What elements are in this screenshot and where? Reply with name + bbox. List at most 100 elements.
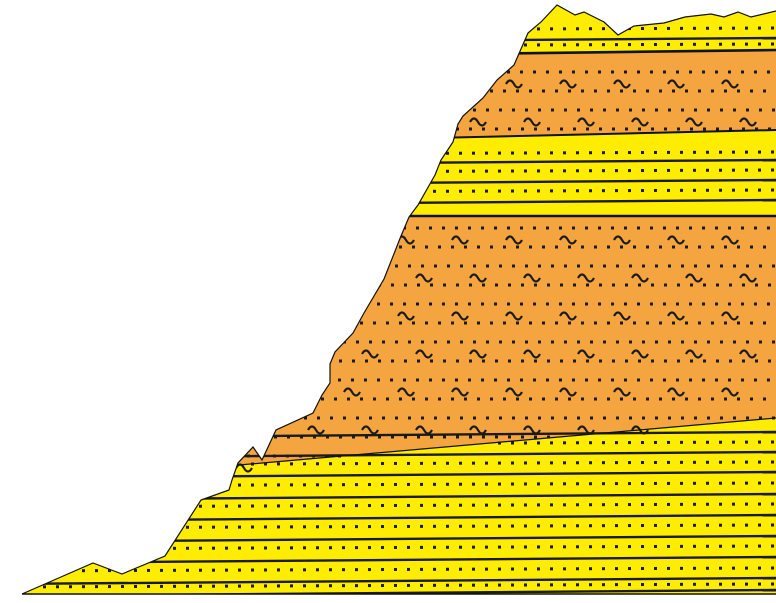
siltstone-dot	[594, 246, 597, 249]
sandstone-dot	[121, 171, 124, 174]
siltstone-dot	[74, 90, 77, 93]
sandstone-dot	[563, 189, 566, 192]
siltstone-wave	[308, 275, 324, 282]
sandstone-dot	[264, 190, 267, 193]
siltstone-dot	[507, 227, 510, 230]
siltstone-dot	[74, 322, 77, 325]
sandstone-dot	[550, 503, 553, 506]
siltstone-dot	[39, 303, 42, 306]
siltstone-dot	[326, 360, 329, 363]
sandstone-dot	[368, 170, 371, 173]
siltstone-dot	[221, 227, 224, 230]
sandstone-dot	[342, 28, 345, 31]
siltstone-dot	[529, 322, 532, 325]
siltstone-dot	[750, 322, 753, 325]
sandstone-dot	[277, 584, 280, 587]
sandstone-dot	[498, 483, 501, 486]
siltstone-dot	[66, 128, 69, 131]
siltstone-dot	[568, 398, 571, 401]
sandstone-middle-unit	[0, 130, 776, 216]
siltstone-dot	[503, 246, 506, 249]
siltstone-dot	[586, 128, 589, 131]
siltstone-dot	[499, 417, 502, 420]
sandstone-dot	[17, 585, 20, 588]
siltstone-dot	[434, 265, 437, 268]
siltstone-dot	[429, 379, 432, 382]
sandstone-dot	[745, 503, 748, 506]
sandstone-dot	[95, 29, 98, 32]
sandstone-dot	[355, 525, 358, 528]
siltstone-dot	[546, 71, 549, 74]
sandstone-dot	[238, 171, 241, 174]
sandstone-dot	[407, 483, 410, 486]
sandstone-dot	[615, 43, 618, 46]
siltstone-dot	[126, 398, 129, 401]
sandstone-dot	[251, 171, 254, 174]
sandstone-dot	[628, 503, 631, 506]
siltstone-dot	[607, 398, 610, 401]
siltstone-dot	[724, 398, 727, 401]
sandstone-dot	[602, 545, 605, 548]
siltstone-dot	[208, 71, 211, 74]
sandstone-dot	[641, 524, 644, 527]
sandstone-dot	[264, 170, 267, 173]
sandstone-dot	[134, 505, 137, 508]
siltstone-dot	[174, 341, 177, 344]
sandstone-dot	[459, 525, 462, 528]
sandstone-dot	[264, 546, 267, 549]
sandstone-dot	[134, 191, 137, 194]
siltstone-dot	[408, 265, 411, 268]
siltstone-dot	[382, 417, 385, 420]
siltstone-dot	[616, 417, 619, 420]
siltstone-dot	[377, 71, 380, 74]
sandstone-dot	[82, 569, 85, 572]
siltstone-dot	[317, 341, 320, 344]
siltstone-dot	[516, 322, 519, 325]
siltstone-dot	[772, 341, 775, 344]
sandstone-dot	[511, 462, 514, 465]
siltstone-dot	[763, 398, 766, 401]
siltstone-dot	[499, 109, 502, 112]
sandstone-dot	[446, 44, 449, 47]
siltstone-dot	[235, 360, 238, 363]
siltstone-dot	[551, 265, 554, 268]
sandstone-dot	[173, 45, 176, 48]
sandstone-dot	[667, 524, 670, 527]
sandstone-dot	[394, 152, 397, 155]
sandstone-dot	[238, 29, 241, 32]
siltstone-dot	[534, 360, 537, 363]
siltstone-dot	[274, 436, 277, 439]
siltstone-dot	[677, 284, 680, 287]
siltstone-dot	[83, 265, 86, 268]
siltstone-dot	[750, 246, 753, 249]
siltstone-dot	[57, 265, 60, 268]
sandstone-dot	[407, 462, 410, 465]
sandstone-dot	[329, 483, 332, 486]
sandstone-dot	[121, 191, 124, 194]
siltstone-dot	[65, 455, 68, 458]
siltstone-dot	[473, 265, 476, 268]
siltstone-dot	[373, 322, 376, 325]
siltstone-dot	[92, 284, 95, 287]
sandstone-dot	[550, 43, 553, 46]
sandstone-dot	[381, 568, 384, 571]
sandstone-dot	[407, 568, 410, 571]
sandstone-dot	[108, 526, 111, 529]
sandstone-dot	[316, 584, 319, 587]
sandstone-dot	[147, 191, 150, 194]
siltstone-dot	[308, 90, 311, 93]
siltstone-dot	[152, 246, 155, 249]
siltstone-wave	[236, 313, 252, 320]
siltstone-dot	[568, 322, 571, 325]
sandstone-dot	[745, 441, 748, 444]
sandstone-dot	[342, 546, 345, 549]
siltstone-dot	[581, 90, 584, 93]
siltstone-dot	[664, 360, 667, 363]
sandstone-dot	[355, 28, 358, 31]
sandstone-dot	[472, 525, 475, 528]
siltstone-dot	[273, 455, 276, 458]
sandstone-dot	[680, 524, 683, 527]
sandstone-dot	[173, 29, 176, 32]
sandstone-dot	[576, 27, 579, 30]
sandstone-dot	[628, 583, 631, 586]
